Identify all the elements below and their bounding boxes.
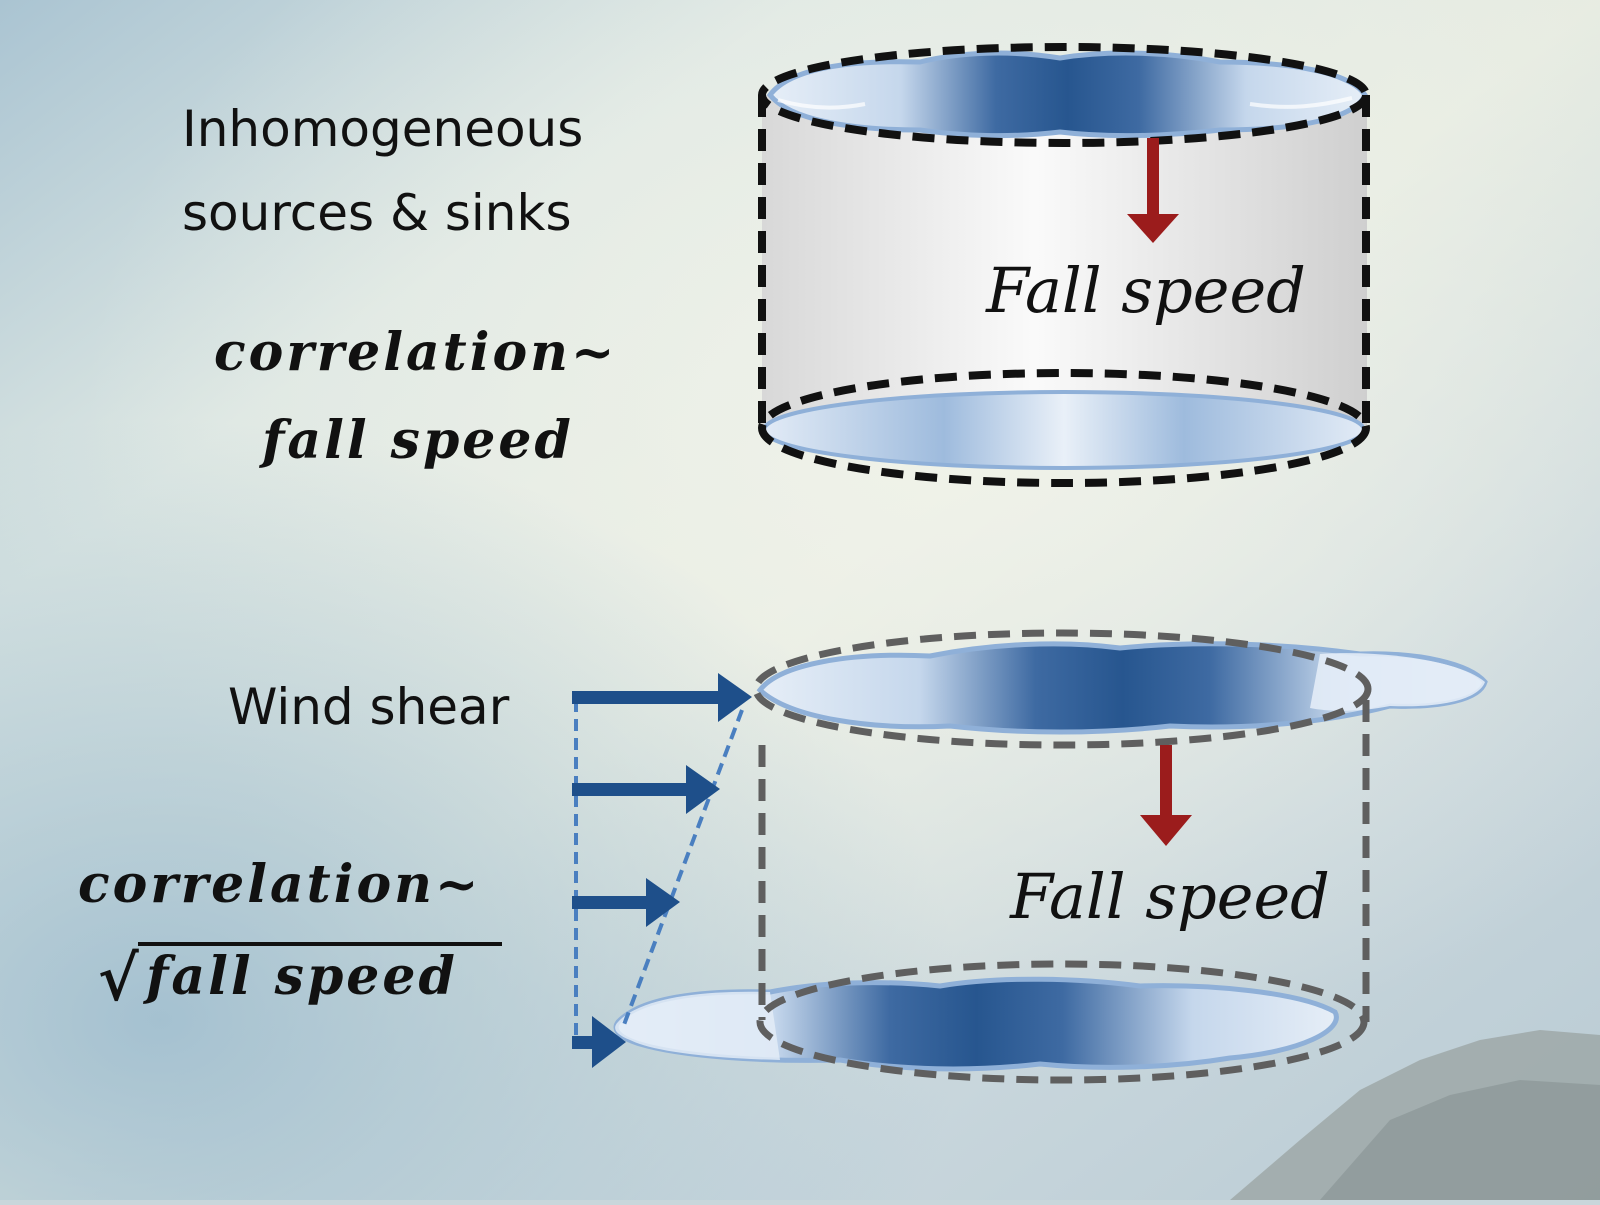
bottom-top-rim-outline <box>752 629 1372 749</box>
top-sheared-cloud-light-right <box>1310 653 1485 711</box>
inhomogeneous-label: Inhomogeneous <box>182 100 583 158</box>
down-arrow-icon <box>1160 745 1172 817</box>
top-fall-speed-label: Fall speed <box>985 254 1306 327</box>
top-cloud-wisp <box>777 98 866 110</box>
down-arrow-head <box>1140 815 1192 846</box>
wind-arrow-2-shaft <box>572 783 690 796</box>
down-arrow-head <box>1127 214 1179 243</box>
sources-sinks-label: sources & sinks <box>182 184 572 242</box>
top-fall-arrow <box>1127 138 1179 243</box>
wind-shear-label: Wind shear <box>228 678 510 736</box>
bottom-fall-speed-label: Fall speed <box>1009 860 1330 933</box>
wind-profile <box>572 673 752 1068</box>
bottom-formula-line2: fall speed <box>142 946 458 1007</box>
bottom-cylinder <box>613 629 1488 1084</box>
right-arrow-icon <box>686 765 720 814</box>
wind-arrow-1-shaft <box>572 691 724 704</box>
bottom-bottom-rim-outline <box>756 960 1368 1084</box>
hill-silhouette-back <box>1320 1080 1600 1200</box>
top-formula-line1: correlation~ <box>214 322 618 383</box>
right-arrow-icon <box>646 878 680 927</box>
top-formula-line2: fall speed <box>258 410 574 471</box>
hill-silhouette <box>1230 1030 1600 1200</box>
top-cloud-wisp-2 <box>1249 96 1353 109</box>
sqrt-symbol: √ <box>98 942 139 1015</box>
wind-arrow-3-shaft <box>572 896 650 909</box>
bottom-cloud-light-left <box>615 991 780 1060</box>
bottom-rim-outline <box>758 369 1370 487</box>
top-cloud <box>766 50 1368 139</box>
wind-arrow-4-shaft <box>572 1036 598 1049</box>
cylinder-body <box>762 95 1367 425</box>
bottom-fall-arrow <box>1140 745 1192 846</box>
right-arrow-icon <box>718 673 752 722</box>
down-arrow-icon <box>1147 138 1159 216</box>
bottom-cloud <box>762 390 1366 470</box>
top-cylinder <box>758 43 1370 487</box>
bottom-formula-line1: correlation~ <box>78 854 482 915</box>
right-arrow-icon <box>592 1016 626 1068</box>
